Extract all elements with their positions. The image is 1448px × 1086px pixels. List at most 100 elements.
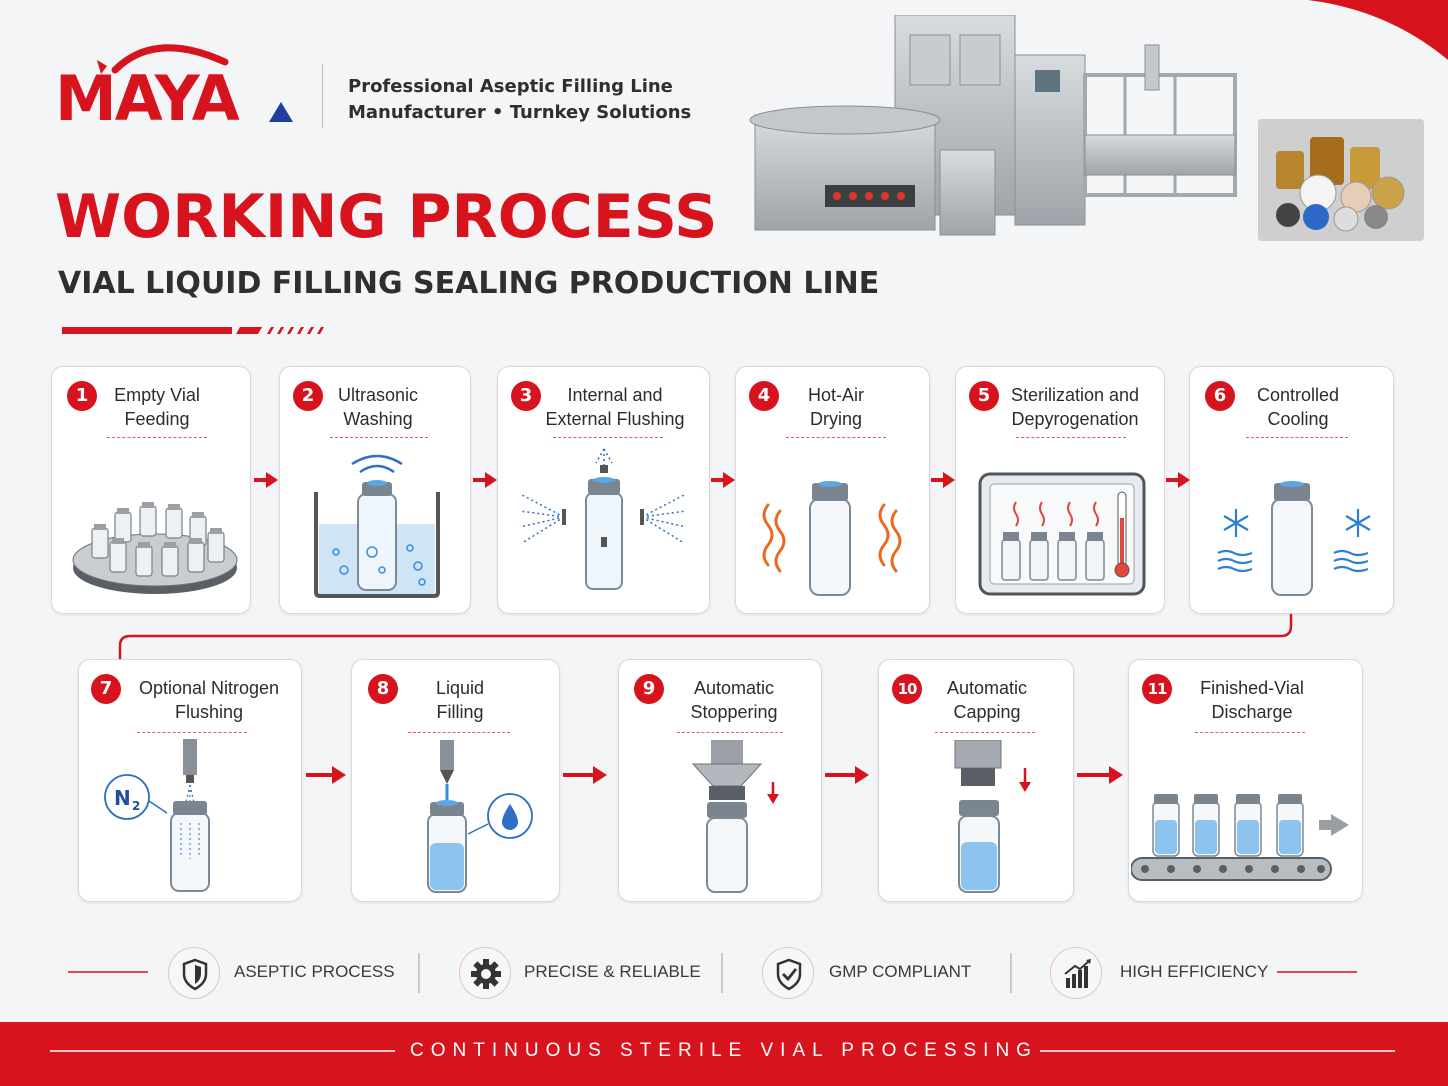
step-card-1: 1 Empty Vial Feeding bbox=[51, 366, 251, 614]
step-number-badge: 11 bbox=[1142, 674, 1172, 704]
step-label-line-1: Empty Vial bbox=[114, 385, 200, 405]
step-label-line-1: Sterilization and bbox=[1010, 385, 1140, 405]
step-divider bbox=[677, 732, 783, 733]
feature-label-efficiency: HIGH EFFICIENCY bbox=[1120, 962, 1269, 981]
footer-rule-left bbox=[50, 1050, 395, 1052]
step-card-8: 8 Liquid Filling bbox=[351, 659, 560, 902]
step-number-badge: 3 bbox=[511, 381, 541, 411]
feature-rule-right bbox=[1277, 971, 1357, 973]
stopper-funnel-icon bbox=[691, 740, 779, 893]
step-number-badge: 4 bbox=[749, 381, 779, 411]
step-card-7: 7 Optional Nitrogen Flushing N 2 bbox=[78, 659, 302, 902]
step-label-line-1: Ultrasonic bbox=[337, 385, 419, 405]
step-card-6: 6 Controlled Cooling bbox=[1189, 366, 1394, 614]
step-label: Optional Nitrogen Flushing bbox=[129, 676, 289, 724]
tagline-line-1: Professional Aseptic Filling Line bbox=[348, 76, 673, 97]
step-number-badge: 10 bbox=[892, 674, 922, 704]
step-label-line-2: Washing bbox=[343, 409, 413, 429]
rotary-vial-table-icon bbox=[72, 502, 238, 594]
step-number-badge: 9 bbox=[634, 674, 664, 704]
feature-label-precise: PRECISE & RELIABLE bbox=[524, 962, 701, 981]
svg-text:2: 2 bbox=[132, 799, 140, 813]
step-label-line-2: Depyrogenation bbox=[1011, 409, 1139, 429]
step-divider bbox=[935, 732, 1035, 733]
flow-arrow-4 bbox=[931, 472, 955, 488]
check-shield-icon bbox=[762, 947, 814, 999]
step-card-4: 4 Hot-Air Drying bbox=[735, 366, 930, 614]
step-label: Internal and External Flushing bbox=[540, 383, 690, 431]
heat-waves-icon bbox=[762, 481, 902, 596]
step-label-line-1: Finished-Vial bbox=[1200, 678, 1304, 698]
flow-arrow-3 bbox=[711, 472, 735, 488]
step-number-badge: 6 bbox=[1205, 381, 1235, 411]
tunnel-oven-icon bbox=[978, 472, 1146, 596]
snowflake-icon bbox=[1217, 481, 1371, 596]
ultrasonic-bath-icon bbox=[314, 454, 440, 598]
step-label-line-2: Filling bbox=[436, 702, 484, 722]
step-label: Automatic Stoppering bbox=[674, 676, 794, 724]
step-number-badge: 7 bbox=[91, 674, 121, 704]
step-divider bbox=[330, 437, 428, 438]
step-card-5: 5 Sterilization and Depyrogenation bbox=[955, 366, 1165, 614]
step-label: Empty Vial Feeding bbox=[92, 383, 222, 431]
step-label-line-1: Liquid bbox=[435, 678, 485, 698]
feature-label-aseptic: ASEPTIC PROCESS bbox=[234, 962, 395, 981]
step-number-badge: 2 bbox=[293, 381, 323, 411]
step-divider bbox=[1016, 437, 1126, 438]
brand-logo: MAYA bbox=[55, 40, 300, 135]
filling-needle-icon bbox=[427, 740, 533, 893]
feature-separator bbox=[1010, 953, 1012, 993]
logo-text: MAYA bbox=[55, 62, 240, 135]
corner-decoration bbox=[1308, 0, 1448, 60]
brand-tagline: Professional Aseptic Filling Line Manufa… bbox=[348, 74, 708, 126]
flow-arrow-6 bbox=[306, 766, 346, 784]
step-label-line-2: Cooling bbox=[1267, 409, 1329, 429]
step-divider bbox=[1246, 437, 1348, 438]
step-label-line-2: Discharge bbox=[1211, 702, 1293, 722]
step-label-line-1: Internal and bbox=[567, 385, 663, 405]
tagline-line-2: Manufacturer • Turnkey Solutions bbox=[348, 102, 692, 123]
bar-chart-icon bbox=[1050, 947, 1102, 999]
step-number-badge: 1 bbox=[67, 381, 97, 411]
page-title: WORKING PROCESS bbox=[55, 182, 718, 252]
step-label-line-2: Stoppering bbox=[690, 702, 778, 722]
step-divider bbox=[107, 437, 207, 438]
step-label-line-2: Capping bbox=[953, 702, 1021, 722]
step-divider bbox=[553, 437, 663, 438]
nitrogen-nozzle-icon: N 2 bbox=[104, 739, 210, 892]
flow-arrow-1 bbox=[254, 472, 278, 488]
step-card-9: 9 Automatic Stoppering bbox=[618, 659, 822, 902]
step-card-10: 10 Automatic Capping bbox=[878, 659, 1074, 902]
step-label: Finished-Vial Discharge bbox=[1189, 676, 1315, 724]
title-underline bbox=[62, 327, 324, 334]
step-label-line-2: Drying bbox=[809, 409, 862, 429]
flow-arrow-9 bbox=[1077, 766, 1123, 784]
step-label: Sterilization and Depyrogenation bbox=[1000, 383, 1150, 431]
spray-nozzles-icon bbox=[519, 448, 687, 590]
flow-arrow-2 bbox=[473, 472, 497, 488]
page-subtitle: VIAL LIQUID FILLING SEALING PRODUCTION L… bbox=[58, 266, 880, 301]
step-label-line-1: Automatic bbox=[946, 678, 1028, 698]
footer-text: CONTINUOUS STERILE VIAL PROCESSING bbox=[410, 1040, 1038, 1061]
flow-arrow-7 bbox=[563, 766, 607, 784]
step-number-badge: 5 bbox=[969, 381, 999, 411]
gear-icon bbox=[459, 947, 511, 999]
tagline-divider bbox=[322, 64, 323, 128]
step-card-11: 11 Finished-Vial Discharge bbox=[1128, 659, 1363, 902]
step-label: Ultrasonic Washing bbox=[318, 383, 438, 431]
step-label-line-2: External Flushing bbox=[545, 409, 685, 429]
step-label: Liquid Filling bbox=[410, 676, 510, 724]
step-label: Hot-Air Drying bbox=[776, 383, 896, 431]
step-number-badge: 8 bbox=[368, 674, 398, 704]
step-label: Automatic Capping bbox=[927, 676, 1047, 724]
step-divider bbox=[786, 437, 886, 438]
step-label-line-1: Automatic bbox=[693, 678, 775, 698]
shield-icon bbox=[168, 947, 220, 999]
feature-rule-left bbox=[68, 971, 148, 973]
step-card-2: 2 Ultrasonic Washing bbox=[279, 366, 471, 614]
feature-label-gmp: GMP COMPLIANT bbox=[829, 962, 972, 981]
step-card-3: 3 Internal and External Flushing bbox=[497, 366, 710, 614]
flow-arrow-5 bbox=[1166, 472, 1190, 488]
step-label: Controlled Cooling bbox=[1238, 383, 1358, 431]
vial-caps-photo bbox=[1258, 119, 1424, 241]
